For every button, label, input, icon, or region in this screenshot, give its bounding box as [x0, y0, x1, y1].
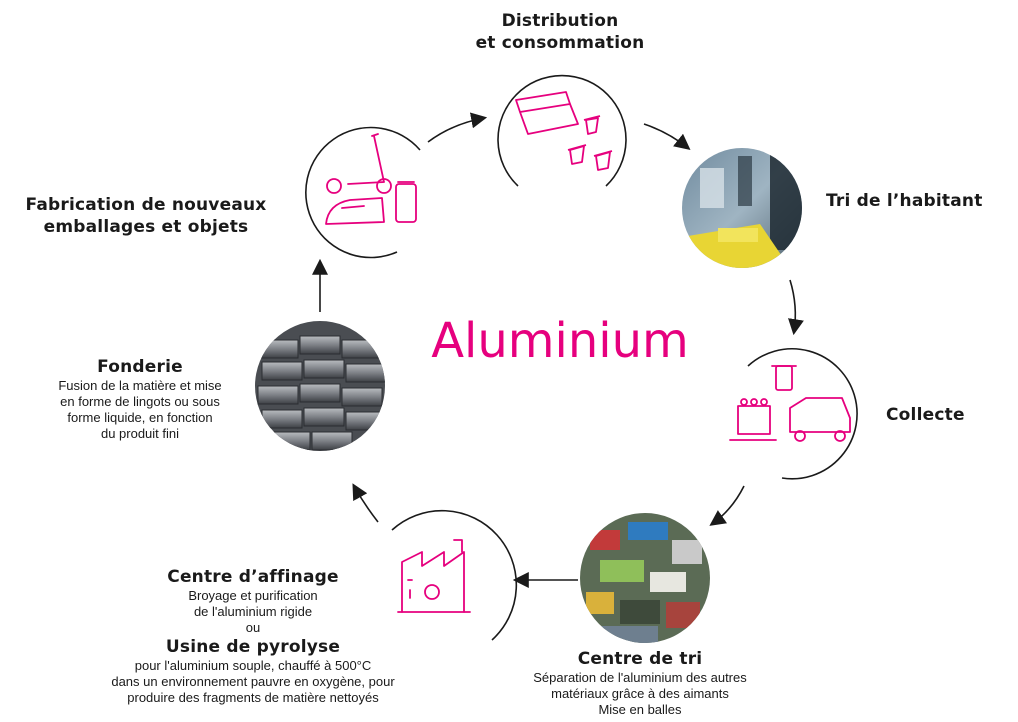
- centre-tri-desc-line2: matériaux grâce à des aimants: [551, 686, 729, 701]
- pyrolyse-desc-line2: dans un environnement pauvre en oxygène,…: [111, 674, 395, 689]
- fonderie-desc-line3: forme liquide, en fonction: [67, 410, 213, 425]
- packaging-icon: [515, 91, 613, 171]
- photo-centre-tri: [580, 513, 710, 643]
- fonderie-desc-line2: en forme de lingots ou sous: [60, 394, 220, 409]
- ring-affinage: [391, 509, 518, 641]
- tri-habitant-title: Tri de l’habitant: [826, 191, 983, 211]
- centre-tri-desc-line1: Séparation de l'aluminium des autres: [533, 670, 747, 685]
- fonderie-desc-line1: Fusion de la matière et mise: [58, 378, 222, 393]
- label-fabrication: Fabrication de nouveaux emballages et ob…: [4, 194, 288, 238]
- pyrolyse-desc-line1: pour l'aluminium souple, chauffé à 500°C: [134, 658, 372, 673]
- ring-distribution: [497, 74, 627, 187]
- ring-fabrication: [305, 126, 421, 259]
- pyrolyse-desc-line3: produire des fragments de matière nettoy…: [127, 690, 379, 705]
- fabrication-title-line1: Fabrication de nouveaux: [25, 195, 267, 215]
- collecte-title: Collecte: [886, 405, 965, 425]
- label-distribution: Distribution et consommation: [440, 10, 680, 54]
- factory-icon: [397, 539, 471, 613]
- label-fonderie: Fonderie Fusion de la matière et mise en…: [30, 356, 250, 442]
- photo-fonderie: [255, 321, 385, 451]
- collection-truck-icon: [729, 365, 851, 442]
- label-affinage: Centre d’affinage Broyage et purificatio…: [88, 566, 418, 706]
- fonderie-title: Fonderie: [97, 357, 183, 377]
- pyrolyse-title: Usine de pyrolyse: [165, 637, 341, 657]
- label-collecte: Collecte: [886, 404, 1006, 426]
- scooter-iron-can-icon: [325, 133, 417, 225]
- cycle-arrows: [312, 112, 804, 588]
- centre-tri-desc-line3: Mise en balles: [598, 702, 682, 717]
- fabrication-title-line2: emballages et objets: [43, 217, 249, 237]
- distribution-title-line1: Distribution: [501, 11, 619, 31]
- affinage-desc-line1: Broyage et purification: [188, 588, 318, 603]
- affinage-desc-line2: de l'aluminium rigide: [193, 604, 313, 619]
- label-tri-habitant: Tri de l’habitant: [826, 190, 1016, 212]
- ring-collecte: [747, 348, 858, 480]
- distribution-title-line2: et consommation: [475, 33, 645, 53]
- fonderie-desc-line4: du produit fini: [100, 426, 180, 441]
- affinage-title: Centre d’affinage: [167, 567, 339, 587]
- centre-tri-title: Centre de tri: [577, 649, 703, 669]
- center-title: Aluminium: [431, 313, 689, 369]
- label-centre-tri: Centre de tri Séparation de l'aluminium …: [490, 648, 790, 718]
- photo-tri-habitant: [682, 148, 802, 268]
- affinage-or: ou: [245, 620, 261, 635]
